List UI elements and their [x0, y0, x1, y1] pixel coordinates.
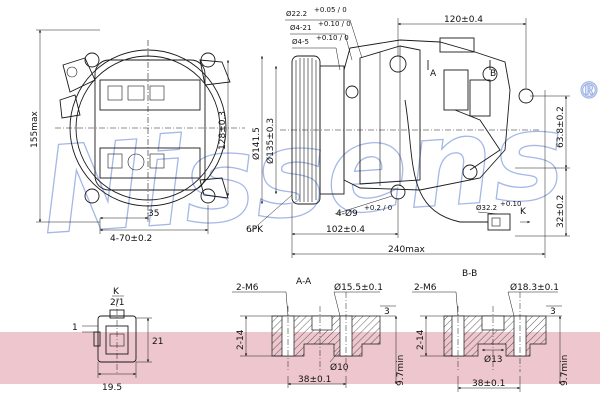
side-dia-21: Ø4-21	[290, 24, 311, 32]
side-dia-32-small-tol: +0.10	[500, 200, 521, 208]
side-dia-135: Ø135±0.3	[265, 118, 276, 164]
side-view	[249, 18, 570, 258]
front-height-label: 155max	[30, 111, 40, 148]
front-view	[36, 29, 245, 234]
section-aa-dim-9: 9.7min	[396, 355, 406, 386]
side-section-b: B	[490, 69, 496, 79]
side-dia-5-tol: +0.10 / 0	[316, 34, 349, 42]
side-dim-120: 120±0.4	[444, 15, 483, 25]
side-dia-5: Ø4-5	[292, 38, 309, 46]
side-holes-9: 4-Ø9	[336, 208, 358, 219]
side-pk-label: 6PK	[246, 225, 264, 235]
side-dim-63: 63.8±0.2	[556, 106, 566, 148]
section-aa-depth: 2-14	[236, 329, 246, 350]
side-dia-21-tol: +0.10 / 0	[318, 20, 351, 28]
section-aa-dia-155: Ø15.5±0.1	[334, 282, 383, 293]
connector-k-label: K	[113, 287, 120, 297]
side-section-a: A	[430, 69, 437, 79]
section-bb	[412, 291, 562, 392]
section-aa-thread: 2-M6	[236, 283, 259, 293]
section-aa-dim-3: 3	[384, 307, 390, 317]
front-inner-height-label: 128±0.3	[218, 111, 228, 150]
section-bb-dim-9: 9.7min	[560, 355, 570, 386]
front-holes-label: 4-70±0.2	[110, 234, 152, 244]
side-dim-240: 240max	[388, 245, 425, 255]
side-dia-22-tol: +0.05 / 0	[314, 6, 347, 14]
section-bb-dim-3: 3	[550, 307, 556, 317]
connector-view	[82, 295, 152, 378]
front-dim-35: 35	[148, 209, 159, 219]
section-bb-title: B-B	[462, 269, 477, 279]
side-dia-141: Ø141.5	[251, 127, 262, 160]
section-aa-title: A-A	[296, 277, 312, 287]
section-bb-depth: 2-14	[416, 329, 426, 350]
connector-dim-19: 19.5	[102, 383, 122, 393]
section-bb-thread: 2-M6	[414, 283, 437, 293]
side-holes-9-tol: +0.2 / 0	[364, 204, 392, 212]
connector-dim-21: 21	[152, 337, 163, 347]
svg-text:®: ®	[578, 79, 600, 104]
connector-dim-1: 1	[72, 323, 78, 333]
connector-scale: 2/1	[110, 298, 124, 308]
section-aa-dim-38: 38±0.1	[298, 375, 331, 385]
section-aa	[232, 291, 398, 388]
section-bb-dia-13: Ø13	[484, 354, 503, 365]
side-dim-32: 32±0.2	[556, 195, 566, 228]
side-dia-32-small: Ø32.2	[476, 204, 497, 212]
section-bb-dia-18: Ø18.3±0.1	[510, 282, 559, 293]
section-bb-dim-38: 38±0.1	[472, 379, 505, 389]
side-dim-102: 102±0.4	[326, 225, 365, 235]
side-k-label: K	[520, 207, 527, 217]
section-aa-dia-10: Ø10	[330, 362, 349, 373]
side-dia-22: Ø22.2	[286, 10, 307, 18]
